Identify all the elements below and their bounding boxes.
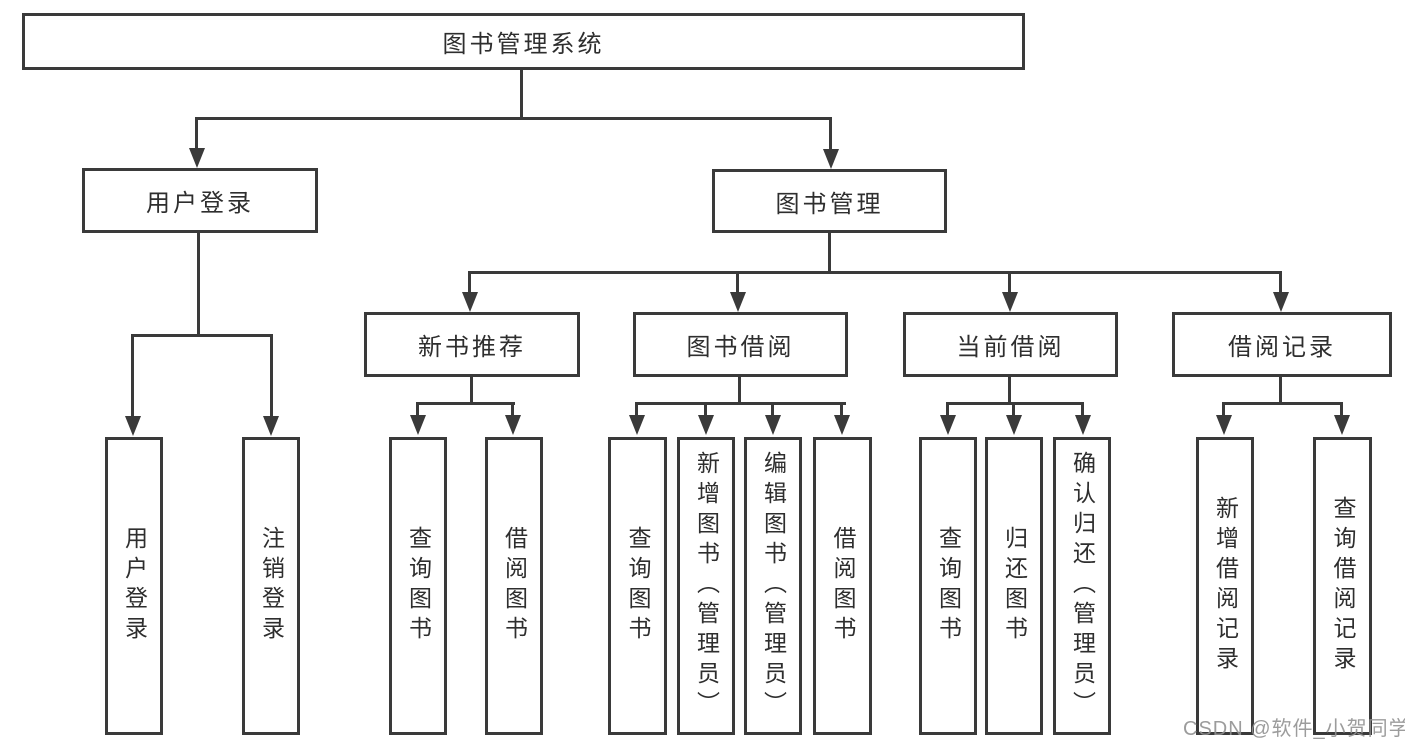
leaf-borrow-book-recommend: 借阅图书 xyxy=(485,437,543,735)
arrow-down-icon xyxy=(698,415,714,435)
leaf-query-book-borrowing: 查询图书 xyxy=(608,437,667,735)
connector-line xyxy=(520,68,523,120)
connector-line xyxy=(1279,377,1282,405)
connector-line xyxy=(468,271,471,295)
node-label: 图书管理 xyxy=(775,190,884,218)
connector-line xyxy=(1012,402,1015,416)
node-current-borrowing: 当前借阅 xyxy=(903,312,1118,377)
node-label: 查询借阅记录 xyxy=(1330,496,1356,676)
node-label: 查询图书 xyxy=(625,526,651,646)
node-label: 注销登录 xyxy=(258,526,285,646)
arrow-down-icon xyxy=(1006,415,1022,435)
connector-line xyxy=(1340,402,1343,416)
leaf-add-book-admin: 新增图书（管理员） xyxy=(677,437,735,735)
connector-line xyxy=(1008,271,1011,295)
node-label: 新增图书（管理员） xyxy=(693,451,720,721)
node-book-borrowing: 图书借阅 xyxy=(633,312,848,377)
connector-line xyxy=(946,402,949,416)
leaf-logout: 注销登录 xyxy=(242,437,300,735)
node-label: 编辑图书（管理员） xyxy=(760,451,787,721)
node-label: 新书推荐 xyxy=(418,334,526,361)
connector-line xyxy=(1008,377,1011,405)
leaf-confirm-return-admin: 确认归还（管理员） xyxy=(1053,437,1111,735)
node-label: 用户登录 xyxy=(121,526,148,646)
arrow-down-icon xyxy=(505,415,521,435)
connector-line xyxy=(131,334,273,337)
leaf-query-book-recommend: 查询图书 xyxy=(389,437,447,735)
leaf-query-borrow-record: 查询借阅记录 xyxy=(1313,437,1372,735)
connector-line xyxy=(416,402,515,405)
node-user-login: 用户登录 xyxy=(82,168,318,233)
connector-line xyxy=(1081,402,1084,416)
leaf-borrow-book-borrowing: 借阅图书 xyxy=(813,437,872,735)
node-new-book-recommend: 新书推荐 xyxy=(364,312,580,377)
arrow-down-icon xyxy=(1002,292,1018,312)
connector-line xyxy=(828,233,831,274)
node-label: 借阅图书 xyxy=(501,526,528,646)
arrow-down-icon xyxy=(1216,415,1232,435)
node-label: 借阅记录 xyxy=(1228,334,1336,361)
connector-line xyxy=(195,117,198,151)
arrow-down-icon xyxy=(125,416,141,436)
leaf-edit-book-admin: 编辑图书（管理员） xyxy=(744,437,802,735)
connector-line xyxy=(195,117,832,120)
node-book-management: 图书管理 xyxy=(712,169,947,233)
connector-line xyxy=(1222,402,1343,405)
leaf-add-borrow-record: 新增借阅记录 xyxy=(1196,437,1254,735)
arrow-down-icon xyxy=(1075,415,1091,435)
leaf-return-book: 归还图书 xyxy=(985,437,1043,735)
connector-line xyxy=(416,402,419,416)
arrow-down-icon xyxy=(940,415,956,435)
connector-line xyxy=(468,271,1282,274)
node-label: 归还图书 xyxy=(1001,526,1028,646)
connector-line xyxy=(704,402,707,416)
connector-line xyxy=(738,377,741,405)
connector-line xyxy=(1279,271,1282,295)
leaf-query-book-current: 查询图书 xyxy=(919,437,977,735)
connector-line xyxy=(771,402,774,416)
arrow-down-icon xyxy=(834,415,850,435)
connector-line xyxy=(635,402,846,405)
node-label: 借阅图书 xyxy=(830,526,856,646)
node-borrowing-records: 借阅记录 xyxy=(1172,312,1392,377)
arrow-down-icon xyxy=(462,292,478,312)
arrow-down-icon xyxy=(730,292,746,312)
node-label: 图书借阅 xyxy=(686,334,795,361)
arrow-down-icon xyxy=(629,415,645,435)
connector-line xyxy=(1222,402,1225,416)
connector-line xyxy=(131,334,134,418)
connector-line xyxy=(840,402,843,416)
arrow-down-icon xyxy=(1273,292,1289,312)
node-label: 当前借阅 xyxy=(956,334,1065,361)
connector-line xyxy=(736,271,739,295)
arrow-down-icon xyxy=(1334,415,1350,435)
connector-line xyxy=(946,402,1084,405)
node-label: 图书管理系统 xyxy=(442,31,605,58)
node-root: 图书管理系统 xyxy=(22,13,1025,70)
node-label: 确认归还（管理员） xyxy=(1069,451,1096,721)
csdn-watermark: CSDN @软件_小贺同学 xyxy=(1183,718,1405,740)
node-label: 用户登录 xyxy=(146,190,254,217)
connector-line xyxy=(197,233,200,336)
leaf-user-login: 用户登录 xyxy=(105,437,163,735)
arrow-down-icon xyxy=(410,415,426,435)
connector-line xyxy=(511,402,514,416)
connector-line xyxy=(829,117,832,151)
arrow-down-icon xyxy=(189,148,205,168)
node-label: 查询图书 xyxy=(935,526,962,646)
connector-line xyxy=(470,377,473,405)
node-label: 新增借阅记录 xyxy=(1212,496,1239,676)
connector-line xyxy=(635,402,638,416)
arrow-down-icon xyxy=(263,416,279,436)
connector-line xyxy=(270,334,273,418)
arrow-down-icon xyxy=(823,149,839,169)
arrow-down-icon xyxy=(765,415,781,435)
node-label: 查询图书 xyxy=(405,526,432,646)
